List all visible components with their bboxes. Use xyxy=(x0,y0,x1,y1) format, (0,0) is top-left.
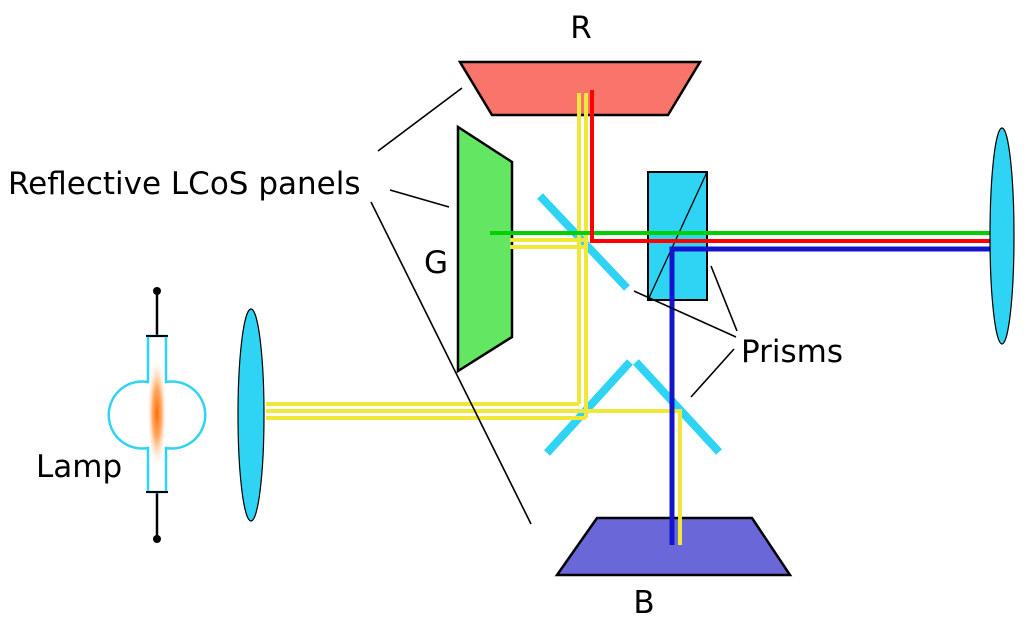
lcos-panels-label: Reflective LCoS panels xyxy=(8,166,360,202)
lamp-arc-glow xyxy=(147,356,167,470)
lower-right-prism-mirror xyxy=(633,359,722,455)
green-lcos-panel xyxy=(456,124,514,374)
pointer-line-to-upper-prism xyxy=(633,290,737,338)
pointer-line-to-red-panel xyxy=(377,87,463,152)
lamp-bottom-electrode-dot xyxy=(153,535,161,543)
projection-lens xyxy=(989,127,1015,345)
lamp-beam-middle-to-blue-panel xyxy=(266,409,682,545)
blue-beam xyxy=(669,246,990,545)
prisms-label: Prisms xyxy=(741,334,843,370)
cube-prism-diagonal xyxy=(647,171,708,301)
lower-left-prism-mirror xyxy=(544,359,633,456)
lamp-label: Lamp xyxy=(36,449,122,485)
green-panel-label: G xyxy=(424,245,448,281)
red-lcos-panel xyxy=(457,60,703,117)
lamp xyxy=(107,287,207,543)
red-panel-label: R xyxy=(570,10,592,46)
blue-panel-label: B xyxy=(633,585,654,621)
pointer-line-to-green-panel xyxy=(389,189,450,208)
red-beam xyxy=(590,90,990,243)
pointer-line-to-lower-prism xyxy=(690,348,735,398)
blue-lcos-panel xyxy=(554,516,793,577)
pointer-line-to-blue-panel xyxy=(370,201,532,525)
lamp-top-electrode-dot xyxy=(153,287,161,295)
condenser-lens xyxy=(237,308,265,522)
pointer-line-to-cube-prism xyxy=(710,265,738,332)
